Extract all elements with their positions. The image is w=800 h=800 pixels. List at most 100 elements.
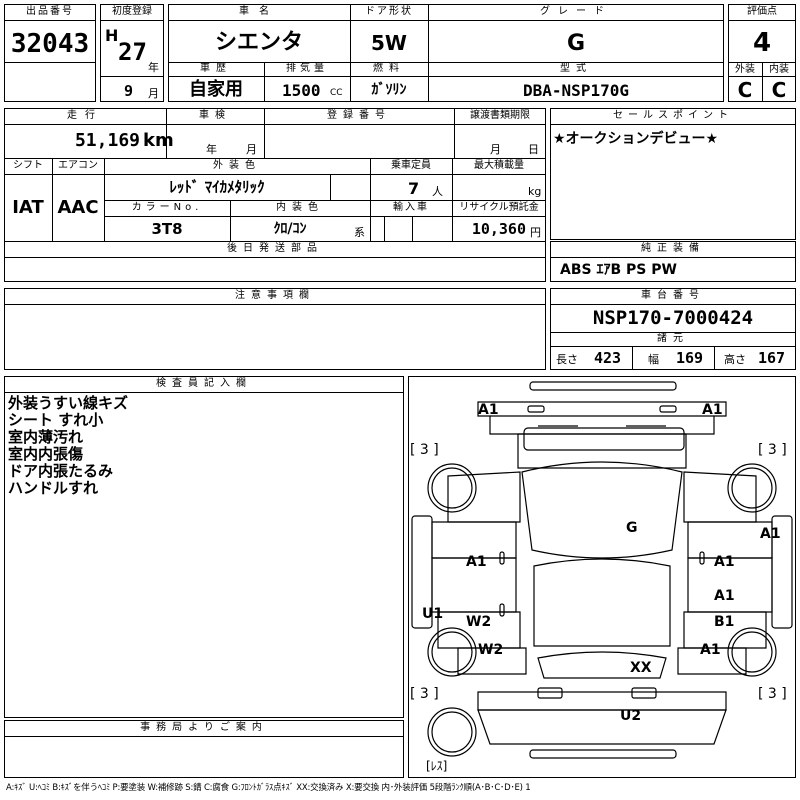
inspector-box <box>4 376 404 718</box>
sales-point-box <box>550 108 796 240</box>
chassis-box <box>550 288 796 370</box>
grade-label: グレード <box>540 6 612 17</box>
mark-right-rear-door-b: B1 <box>714 614 734 630</box>
interior-grade: C <box>771 78 787 102</box>
equipment-box <box>550 241 796 282</box>
details-box <box>4 108 546 282</box>
dims-label: 諸元 <box>657 333 689 344</box>
inspection-label: 車検 <box>199 110 231 121</box>
door-label: ドア形状 <box>365 6 413 17</box>
capacity: 7 <box>408 179 420 198</box>
width-label: 幅 <box>648 353 659 366</box>
length: 423 <box>594 349 622 367</box>
chassis-number: NSP170-7000424 <box>592 307 754 329</box>
fuel-label: 燃料 <box>373 63 405 74</box>
first-registration-label: 初度登録 <box>112 6 152 17</box>
transfer-label: 譲渡書類期限 <box>470 110 530 121</box>
height-label: 高さ <box>724 353 746 366</box>
car-name-label: 車名 <box>239 6 279 17</box>
lot-number-label: 出品番号 <box>26 6 74 17</box>
era: H <box>105 26 119 45</box>
capacity-label: 乗車定員 <box>391 160 431 171</box>
mark-rear-bumper: U2 <box>620 708 641 724</box>
import-label: 輸入車 <box>393 202 429 213</box>
interior-label: 内装 <box>769 64 789 75</box>
mark-right-rear-door-a: A1 <box>714 588 735 604</box>
history-label: 車歴 <box>200 63 232 74</box>
notes-label: 注意事項欄 <box>235 290 315 301</box>
transfer-month-unit: 月 <box>490 143 501 156</box>
mark-front-right: A1 <box>702 402 723 418</box>
transfer-day-unit: 日 <box>528 143 539 156</box>
recycle-fee: 10,360 <box>471 220 526 238</box>
office-label: 事務局よりご案内 <box>140 722 268 733</box>
mark-tire-front-left: [ 3 ] <box>410 442 439 458</box>
displacement: 1500 <box>282 81 321 100</box>
mileage-label: 走行 <box>67 110 103 121</box>
shift-label: シフト <box>13 160 43 171</box>
reg-number-label: 登録番号 <box>327 110 391 121</box>
width: 169 <box>676 349 704 367</box>
mark-windshield: G <box>626 520 638 536</box>
displacement-label: 排気量 <box>286 63 328 74</box>
inspection-month-unit: 月 <box>246 143 257 156</box>
chassis-label: 車台番号 <box>641 290 705 301</box>
grade: G <box>566 31 586 56</box>
max-load-unit: kg <box>528 185 542 198</box>
int-color-label: 内装色 <box>276 202 324 213</box>
mark-front-left: A1 <box>478 402 499 418</box>
sales-point-label: セールスポイント <box>613 110 733 121</box>
mark-rear-glass: XX <box>630 660 652 676</box>
recycle-label: リサイクル預託金 <box>459 202 539 213</box>
mark-right-quarter: A1 <box>700 642 721 658</box>
sales-point: ★オークションデビュー★ <box>553 131 719 147</box>
mark-right-front-door: A1 <box>714 554 735 570</box>
notes-box <box>4 288 546 370</box>
lot-number: 32043 <box>10 29 90 59</box>
mark-left-sill: U1 <box>422 606 443 622</box>
shift: IAT <box>12 197 44 218</box>
model-code: DBA-NSP170G <box>523 81 629 100</box>
exterior-label: 外装 <box>735 64 755 75</box>
mark-right-fender: A1 <box>760 526 781 542</box>
month-unit: 月 <box>148 87 159 100</box>
mark-tire-rear-right: [ 3 ] <box>758 686 787 702</box>
inspector-line-3: 室内薄汚れ <box>8 428 84 446</box>
inspector-line-6: ハンドルすれ <box>8 479 99 497</box>
damage-legend: A:ｷｽﾞ U:ﾍｺﾐ B:ｷｽﾞを伴うﾍｺﾐ P:要塗装 W:補修跡 S:錆 … <box>6 783 531 793</box>
int-color-unit: 系 <box>354 226 365 239</box>
inspector-line-5: ドア内張たるみ <box>8 462 114 480</box>
color-no-label: カラーNo. <box>131 202 203 213</box>
displacement-unit: CC <box>330 88 343 98</box>
mark-left-rear-door: W2 <box>466 614 491 630</box>
air-conditioner: AAC <box>57 197 99 218</box>
mark-left-quarter: W2 <box>478 642 503 658</box>
equipment: ABS ｴｱB PS PW <box>560 262 677 278</box>
mark-tire-rear-left: [ 3 ] <box>410 686 439 702</box>
mark-tire-front-right: [ 3 ] <box>758 442 787 458</box>
inspector-line-1: 外装うすい線キズ <box>8 394 129 412</box>
mileage-unit: km <box>143 130 174 151</box>
inspection-year-unit: 年 <box>206 143 217 156</box>
mark-spare: [ﾚｽ] <box>426 759 447 773</box>
mileage: 51,169 <box>74 130 140 151</box>
inspector-line-4: 室内内張傷 <box>8 445 84 463</box>
exterior-color: ﾚｯﾄﾞ ﾏｲｶﾒﾀﾘｯｸ <box>169 178 265 196</box>
vehicle-history: 自家用 <box>189 79 243 100</box>
registration-year: 27 <box>118 38 147 66</box>
max-load-label: 最大積載量 <box>474 160 524 171</box>
office-box <box>4 720 404 778</box>
interior-color: ｸﾛ/ｺﾝ <box>273 221 307 237</box>
model-label: 型式 <box>560 63 592 74</box>
year-unit: 年 <box>148 61 159 74</box>
recycle-unit: 円 <box>530 226 541 239</box>
inspector-label: 検査員記入欄 <box>156 378 252 389</box>
auction-score: 4 <box>752 28 772 58</box>
later-parts-label: 後日発送部品 <box>227 243 323 254</box>
score-label: 評価点 <box>747 6 777 17</box>
mark-left-front-door: A1 <box>466 554 487 570</box>
fuel-type: ｶﾞｿﾘﾝ <box>371 82 407 98</box>
equipment-label: 純正装備 <box>641 243 705 254</box>
color-number: 3T8 <box>151 220 183 238</box>
exterior-grade: C <box>737 78 753 102</box>
